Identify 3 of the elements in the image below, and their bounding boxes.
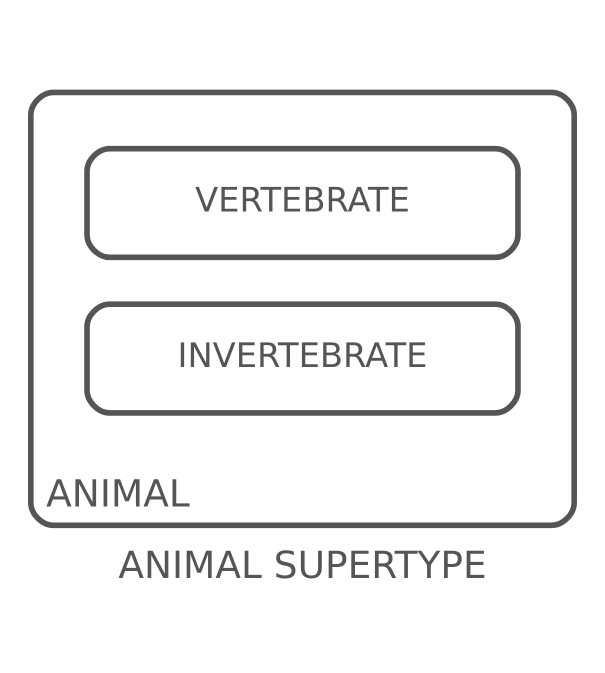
node-box: INVERTEBRATE: [84, 300, 521, 416]
node-box: VERTEBRATE: [84, 145, 521, 260]
caption: ANIMAL SUPERTYPE: [118, 542, 487, 586]
